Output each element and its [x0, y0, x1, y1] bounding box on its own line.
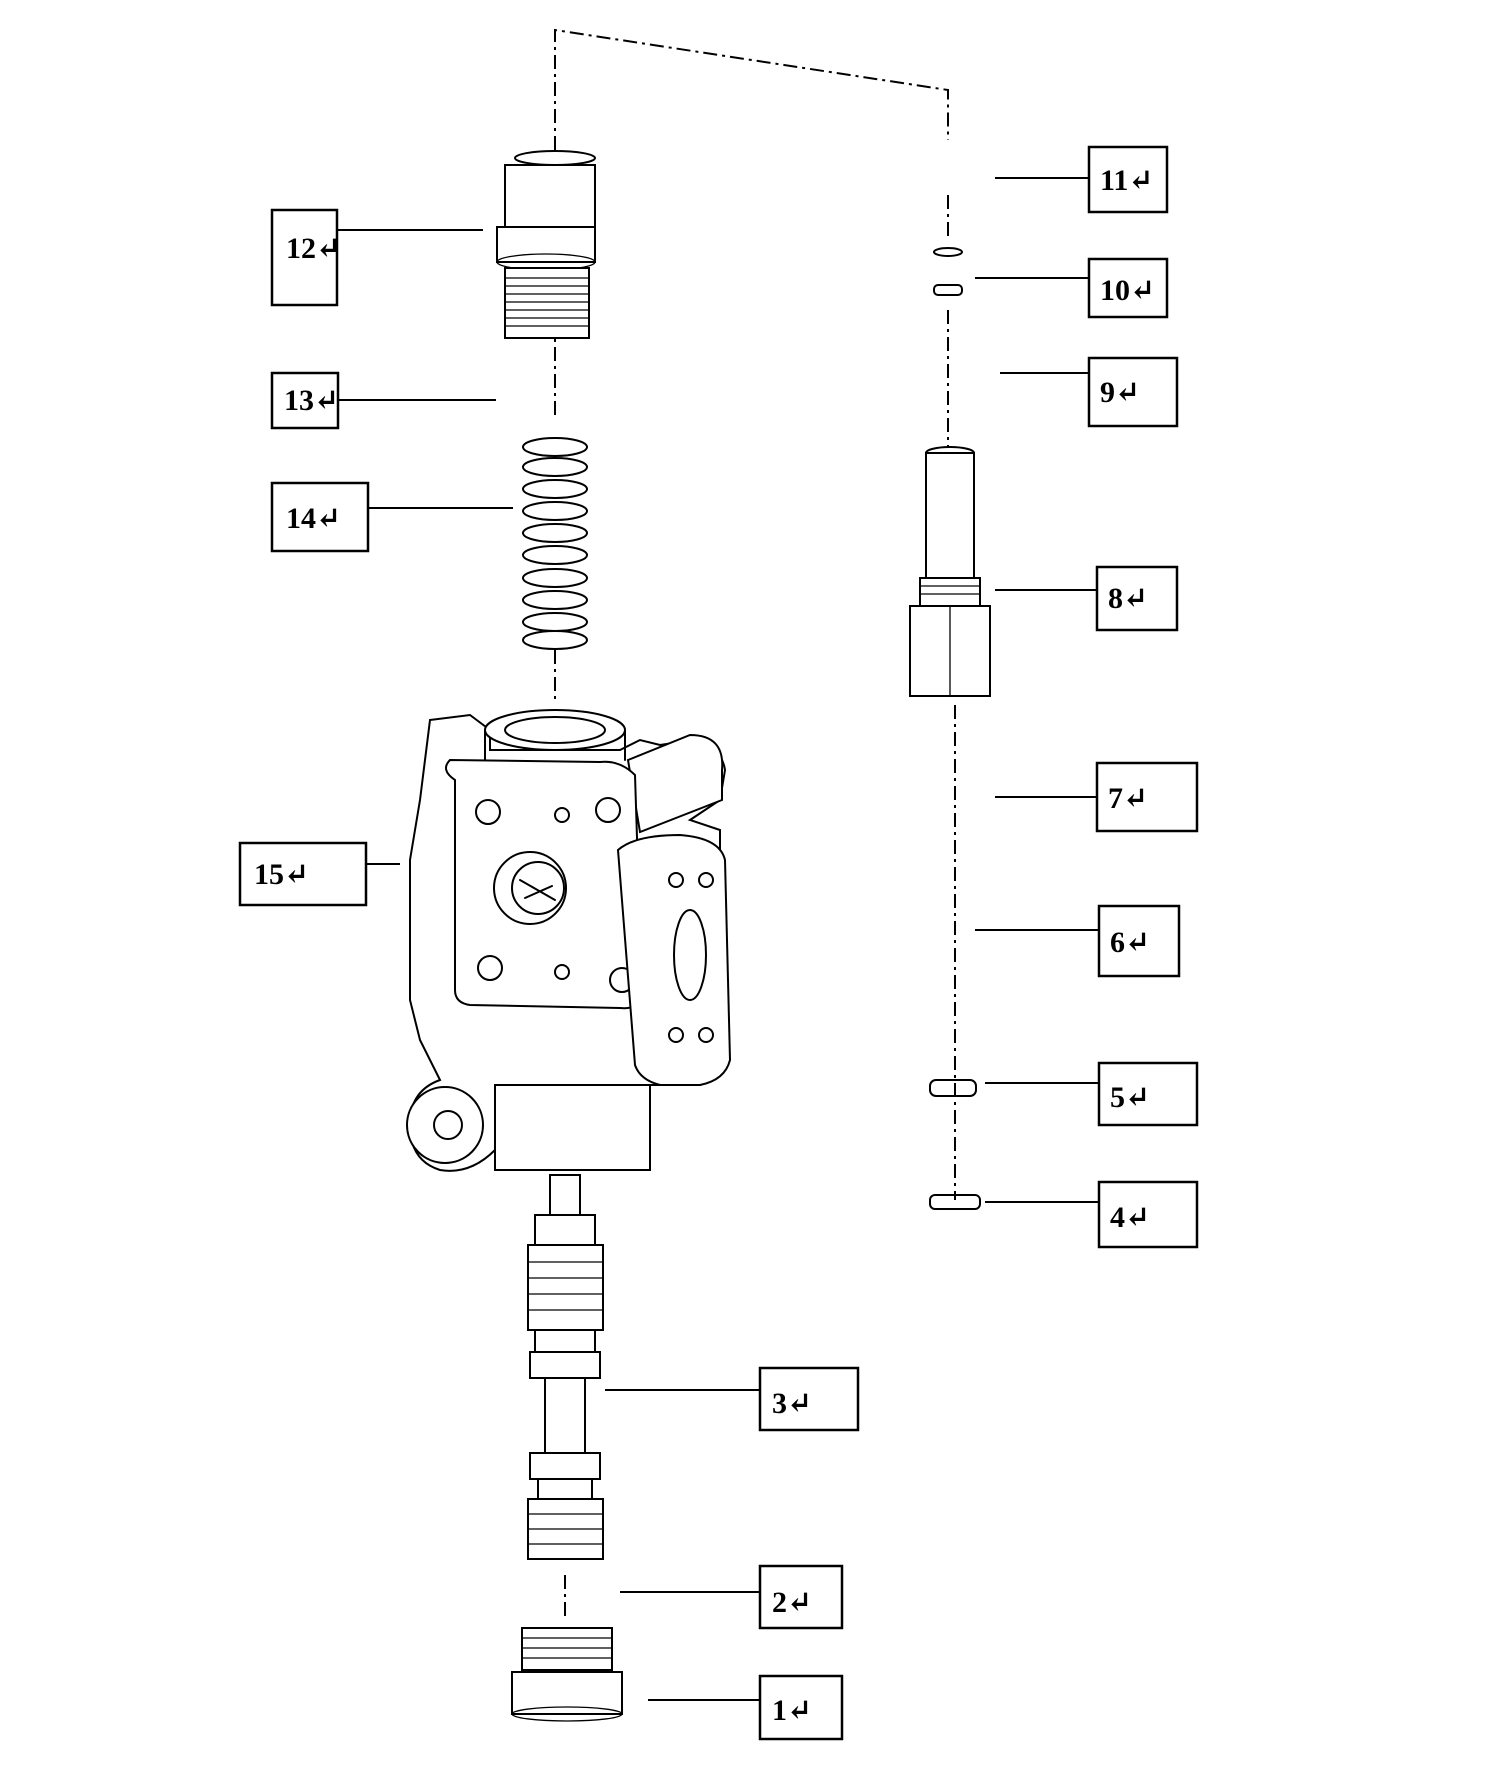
callout-label-5: 5↵ — [1110, 1081, 1150, 1114]
bottom-plug-part — [511, 1627, 623, 1722]
callout-6: 6↵ — [975, 904, 1181, 978]
callout-label-12: 12↵ — [286, 232, 341, 265]
valve-spool-part — [527, 1174, 604, 1560]
callout-14: 14↵ — [270, 481, 513, 553]
callout-label-3: 3↵ — [772, 1387, 812, 1420]
callout-label-1: 1↵ — [772, 1694, 812, 1727]
small-washer-part — [929, 1079, 977, 1097]
callout-label-10: 10↵ — [1100, 274, 1155, 307]
callout-3: 3↵ — [605, 1366, 860, 1432]
callout-label-13: 13↵ — [284, 384, 339, 417]
callout-4: 4↵ — [985, 1180, 1199, 1249]
small-oring-part — [933, 247, 963, 296]
callout-label-2: 2↵ — [772, 1586, 812, 1619]
callout-13: 13↵ — [270, 371, 496, 430]
callout-5: 5↵ — [985, 1061, 1199, 1127]
callout-label-9: 9↵ — [1100, 376, 1140, 409]
callout-label-6: 6↵ — [1110, 926, 1150, 959]
callout-11: 11↵ — [995, 145, 1169, 214]
callout-label-11: 11↵ — [1100, 164, 1153, 197]
callout-2: 2↵ — [620, 1564, 844, 1630]
callout-label-14: 14↵ — [286, 502, 341, 535]
callout-label-15: 15↵ — [254, 858, 309, 891]
callout-label-4: 4↵ — [1110, 1201, 1150, 1234]
callout-7: 7↵ — [995, 761, 1199, 833]
callout-9: 9↵ — [1000, 356, 1179, 428]
valve-body-part — [406, 709, 732, 1172]
solenoid-stem-part — [909, 446, 991, 697]
small-nut-part — [929, 1194, 981, 1210]
top-cap-part — [496, 150, 596, 339]
callout-1: 1↵ — [648, 1674, 844, 1741]
callout-15: 15↵ — [238, 841, 400, 907]
callout-label-8: 8↵ — [1108, 582, 1148, 615]
callout-10: 10↵ — [975, 257, 1169, 319]
callout-8: 8↵ — [995, 565, 1179, 632]
callout-label-7: 7↵ — [1108, 782, 1148, 815]
callout-12: 12↵ — [270, 208, 483, 307]
compression-spring-part — [522, 437, 588, 650]
